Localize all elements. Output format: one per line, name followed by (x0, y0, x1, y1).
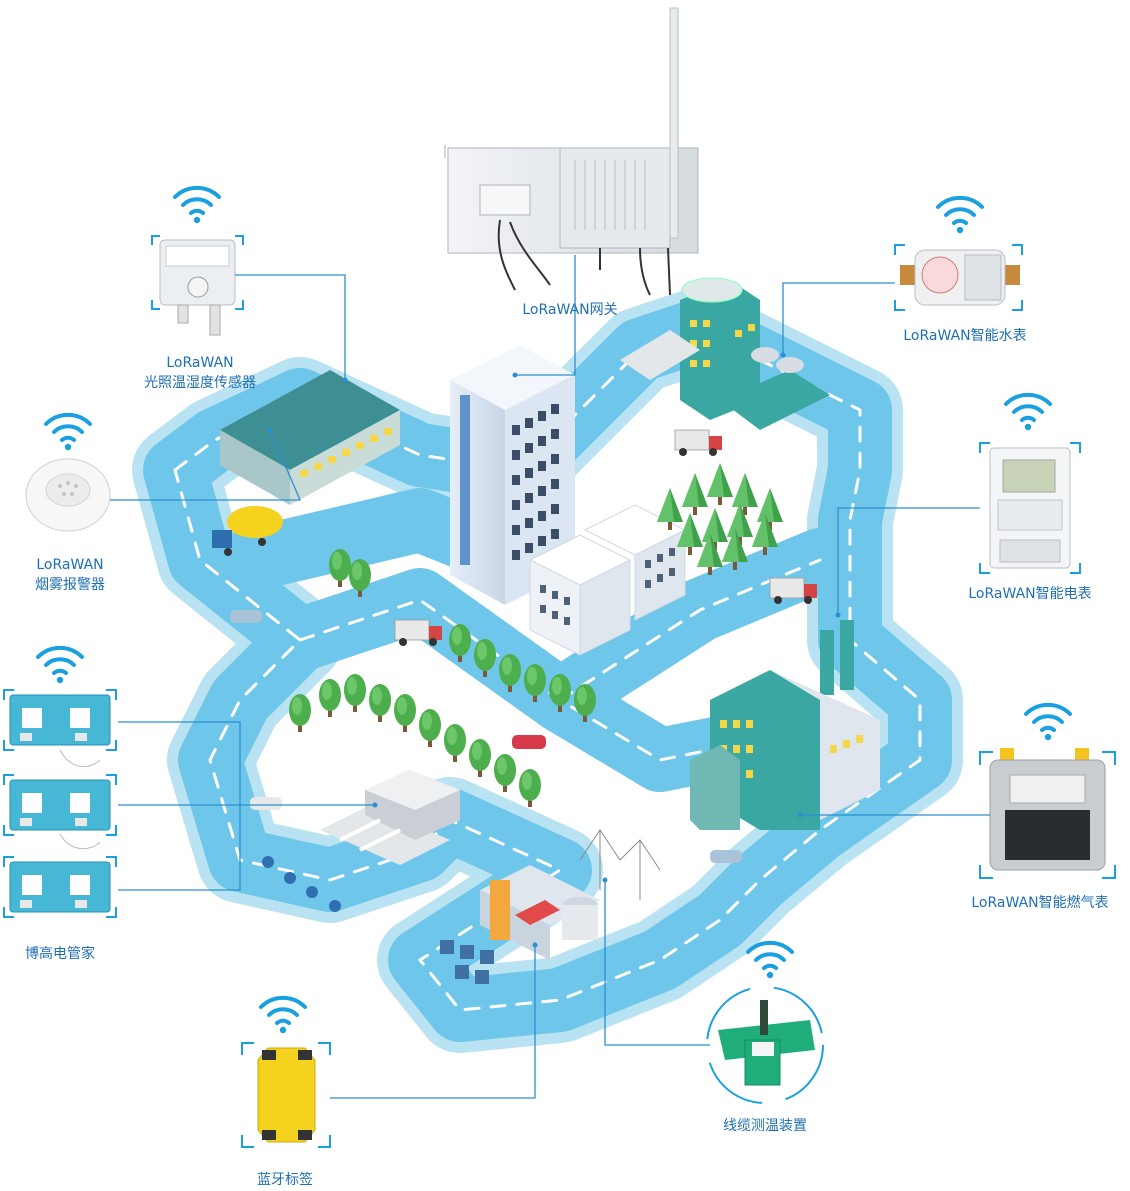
wifi-icon (1024, 702, 1072, 743)
wifi-icon (36, 645, 84, 686)
wifi-icon (173, 185, 221, 226)
smart-water-meter (894, 244, 1023, 311)
wifi-icon (746, 940, 794, 981)
light-temp-humidity-sensor (151, 235, 244, 336)
gas-meter-label: LoRaWAN智能燃气表 (971, 895, 1109, 911)
power-manager-label: 博高电管家 (25, 946, 95, 962)
connector-lines (110, 255, 990, 1099)
connector-dots (267, 352, 841, 948)
smoke-detector (25, 458, 111, 532)
electric-meter-label: LoRaWAN智能电表 (968, 586, 1092, 602)
wifi-icon (936, 195, 984, 236)
parking-gate (320, 770, 460, 865)
light-temp-humidity-label-line2: 光照温湿度传感器 (144, 375, 256, 391)
water-plant (620, 277, 830, 430)
smoke-detector-label-line1: LoRaWAN (36, 557, 104, 573)
cable-temperature-device (706, 986, 824, 1104)
cable-temperature-label: 线缆测温装置 (723, 1118, 807, 1134)
lorawan-gateway-device (444, 7, 699, 296)
power-manager-devices (3, 689, 117, 918)
light-temp-humidity-label-line1: LoRaWAN (166, 355, 234, 371)
substation (440, 829, 661, 984)
vehicles (212, 429, 818, 912)
smoke-detector-label-line2: 烟雾报警器 (35, 577, 105, 593)
gateway-label: LoRaWAN网关 (522, 302, 618, 318)
power-factory (690, 620, 880, 830)
water-meter-label: LoRaWAN智能水表 (903, 328, 1027, 344)
bluetooth-tag-device (241, 1042, 331, 1148)
smart-gas-meter (979, 748, 1116, 879)
bluetooth-tag-label: 蓝牙标签 (257, 1172, 313, 1188)
wifi-icon (1004, 392, 1052, 433)
wifi-icon (44, 412, 92, 453)
warehouse (220, 370, 400, 505)
smart-electric-meter (979, 442, 1081, 574)
wifi-icon (259, 995, 307, 1036)
